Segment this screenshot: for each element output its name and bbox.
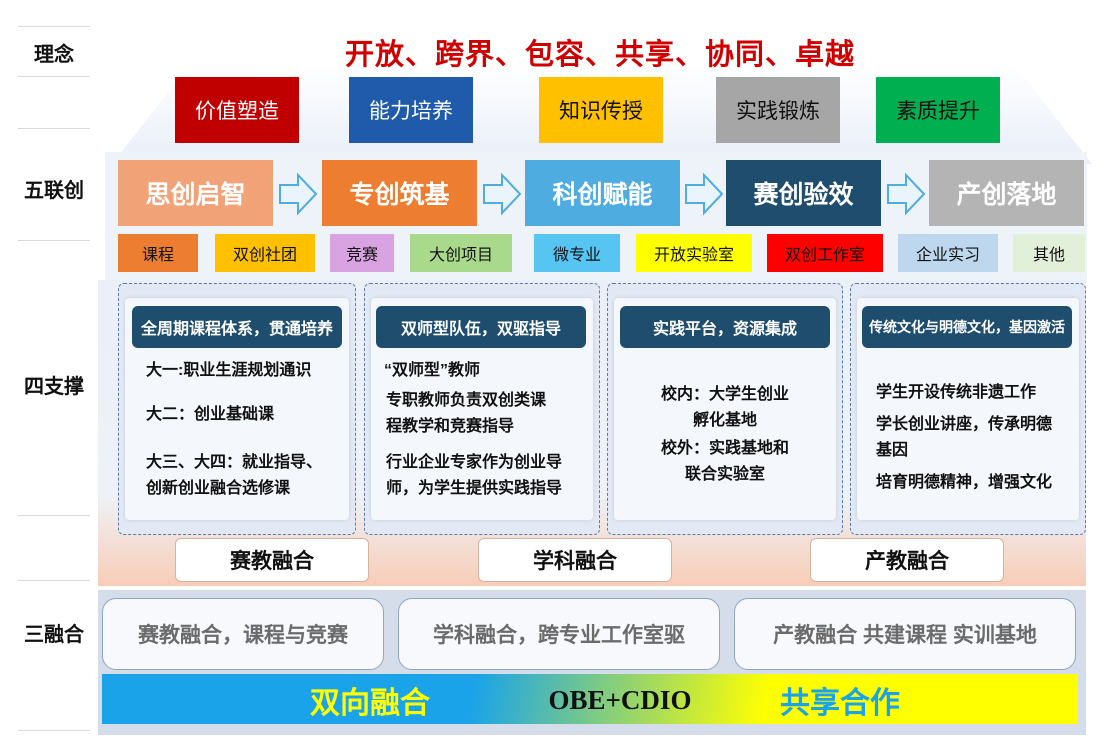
pillar-line: 基因 <box>876 442 909 459</box>
side-label-four: 四支撑 <box>24 376 84 398</box>
tag-item: 开放实验室 <box>636 234 752 272</box>
tag-item: 企业实习 <box>898 234 998 272</box>
pillar-line: 专职教师负责双创类课 <box>386 392 547 409</box>
value-box-1: 价值塑造 <box>175 77 299 143</box>
side-label-concept: 理念 <box>34 44 74 66</box>
stage-box-1: 思创启智 <box>118 160 273 226</box>
fusion-tab-1: 赛教融合 <box>175 538 369 582</box>
pillar-line: 大一:职业生涯规划通识 <box>146 362 312 379</box>
motto-title: 开放、跨界、包容、共享、协同、卓越 <box>344 39 855 71</box>
tag-item: 竞赛 <box>330 234 394 272</box>
pillar-line: 大三、大四：就业指导、 <box>146 454 323 471</box>
pillar-line: 创新创业融合选修课 <box>146 480 291 497</box>
fusion-tab-2: 学科融合 <box>478 538 672 582</box>
stage-box-5: 产创落地 <box>929 160 1084 226</box>
fusion-tab-3: 产教融合 <box>810 538 1004 582</box>
fusion-box-2: 学科融合，跨专业工作室驱 <box>398 598 720 670</box>
bottom-left-text: 双向融合 <box>310 687 430 720</box>
pillar-line: 程教学和竞赛指导 <box>386 418 515 435</box>
pillar-line: 学长创业讲座，传承明德 <box>876 416 1053 433</box>
pillar-line: 校外：实践基地和 <box>660 440 789 457</box>
arrow-right-icon <box>279 172 318 216</box>
pillar-title-4: 传统文化与明德文化，基因激活 <box>862 306 1072 348</box>
arrow-right-icon <box>887 172 926 216</box>
stage-box-4: 赛创验效 <box>726 160 881 226</box>
divider <box>18 580 90 581</box>
divider <box>18 515 90 516</box>
bottom-bar <box>102 674 1078 724</box>
bottom-middle-text: OBE+CDIO <box>548 684 692 715</box>
stage-box-3: 科创赋能 <box>525 160 680 226</box>
tag-item: 其他 <box>1013 234 1085 272</box>
value-box-2: 能力培养 <box>349 77 473 143</box>
pillar-line: 大二：创业基础课 <box>146 406 275 423</box>
tag-item: 双创工作室 <box>767 234 883 272</box>
pillar-title-1: 全周期课程体系，贯通培养 <box>132 306 342 348</box>
pillar-title-2: 双师型队伍，双驱指导 <box>376 306 586 348</box>
value-box-5: 素质提升 <box>876 77 1000 143</box>
fusion-box-1: 赛教融合，课程与竞赛 <box>102 598 384 670</box>
pillar-line: 培育明德精神，增强文化 <box>876 474 1053 491</box>
divider <box>18 240 90 241</box>
fusion-box-3: 产教融合 共建课程 实训基地 <box>734 598 1076 670</box>
pillar-line: 师，为学生提供实践指导 <box>386 480 563 497</box>
divider <box>18 76 90 77</box>
tag-item: 课程 <box>118 234 198 272</box>
pillar-line: 联合实验室 <box>684 466 765 483</box>
pillar-line: 行业企业专家作为创业导 <box>386 454 563 471</box>
arrow-right-icon <box>685 172 724 216</box>
divider <box>18 730 90 731</box>
side-label-three: 三融合 <box>24 624 84 646</box>
tag-item: 双创社团 <box>215 234 315 272</box>
divider <box>18 26 90 27</box>
pillar-line: 孵化基地 <box>692 412 757 429</box>
side-label-five: 五联创 <box>24 180 84 202</box>
arrow-right-icon <box>483 172 522 216</box>
tag-item: 大创项目 <box>410 234 512 272</box>
tag-item: 微专业 <box>534 234 620 272</box>
divider <box>18 128 90 129</box>
stage-box-2: 专创筑基 <box>322 160 477 226</box>
value-box-3: 知识传授 <box>539 77 663 143</box>
pillar-line: “双师型”教师 <box>384 362 481 379</box>
value-box-4: 实践锻炼 <box>716 77 840 143</box>
pillar-line: 学生开设传统非遗工作 <box>876 384 1037 401</box>
pillar-line: 校内：大学生创业 <box>660 386 789 403</box>
pillar-title-3: 实践平台，资源集成 <box>620 306 830 348</box>
bottom-right-text: 共享合作 <box>780 687 900 720</box>
